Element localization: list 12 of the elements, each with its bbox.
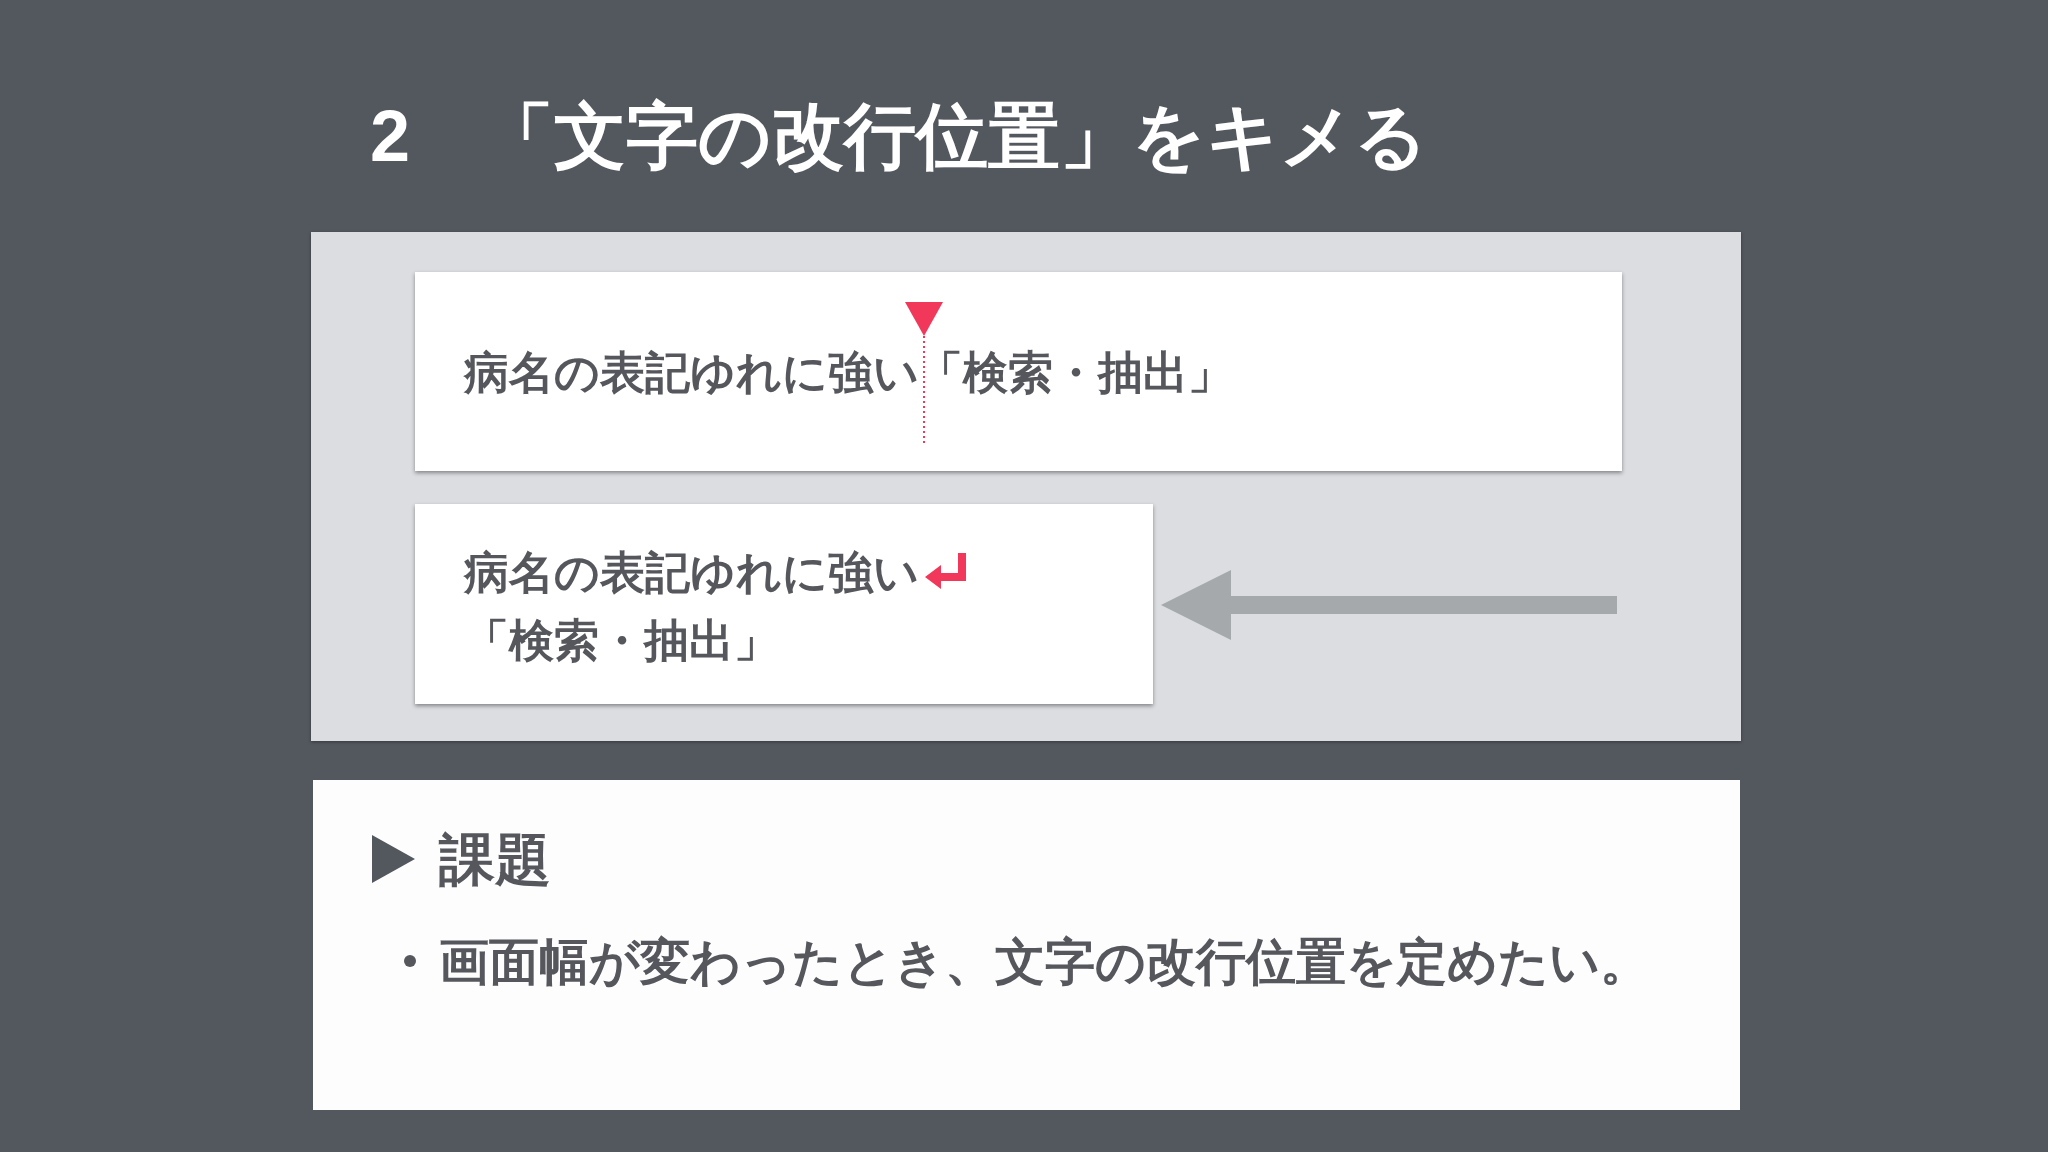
sample-text: 病名の表記ゆれに強い <box>464 350 919 395</box>
title: 2 「文字の改行位置」をキメる <box>370 100 1429 172</box>
card <box>415 504 1153 704</box>
heading: 課題 <box>439 832 551 888</box>
sample-text: 病名の表記ゆれに強い <box>464 550 919 595</box>
sample-text: 「検索・抽出」 <box>464 618 779 663</box>
note-card <box>313 780 1740 1110</box>
bullet-text: 画面幅が変わったとき、文字の改行位置を定めたい。 <box>439 937 1650 987</box>
arrow <box>1161 570 1617 640</box>
sample-text: 「検索・抽出」 <box>918 350 1233 395</box>
panel <box>311 232 1741 741</box>
card <box>415 272 1622 471</box>
